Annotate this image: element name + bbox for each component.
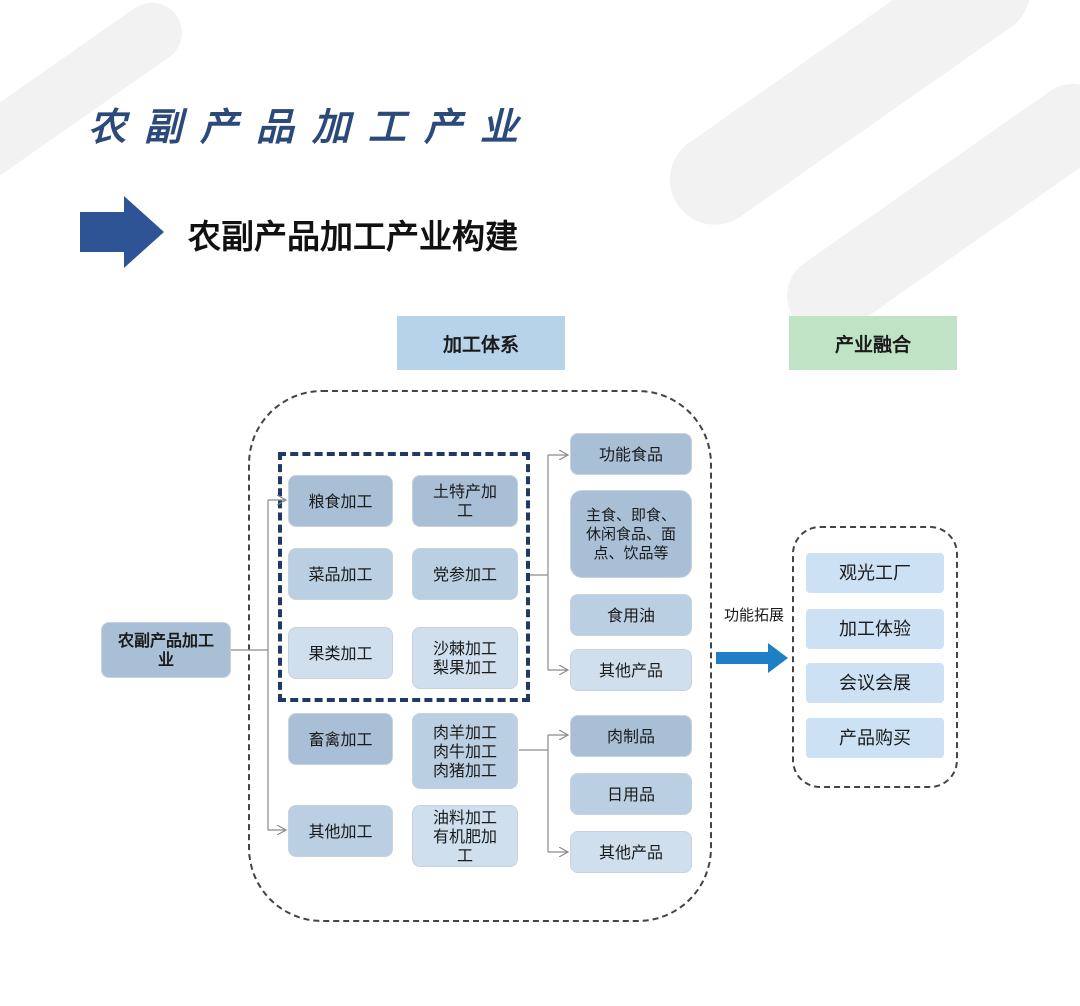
product-item: 主食、即食、 休闲食品、面 点、饮品等 xyxy=(570,490,692,578)
product-item: 肉制品 xyxy=(570,715,692,757)
processing-item: 菜品加工 xyxy=(288,548,393,600)
section-title: 农副产品加工产业构建 xyxy=(188,217,518,256)
section-arrow-icon xyxy=(80,196,164,268)
fusion-item: 加工体验 xyxy=(806,609,944,649)
product-item: 食用油 xyxy=(570,594,692,636)
processing-item: 果类加工 xyxy=(288,627,393,679)
processing-item: 沙棘加工 梨果加工 xyxy=(412,627,518,689)
processing-system-header: 加工体系 xyxy=(397,316,565,370)
root-node: 农副产品加工 业 xyxy=(101,622,231,678)
product-item: 其他产品 xyxy=(570,831,692,873)
industry-fusion-header: 产业融合 xyxy=(789,316,957,370)
processing-item: 肉羊加工 肉牛加工 肉猪加工 xyxy=(412,713,518,789)
processing-region xyxy=(248,390,712,922)
featured-processing-region xyxy=(278,452,530,702)
function-expansion-label: 功能拓展 xyxy=(724,606,785,624)
flow-arrow-icon xyxy=(716,643,788,673)
processing-item: 其他加工 xyxy=(288,805,393,857)
fusion-region xyxy=(792,526,958,788)
processing-item: 土特产加 工 xyxy=(412,475,518,527)
processing-item: 粮食加工 xyxy=(288,475,393,527)
page-title: 农副产品加工产业 xyxy=(88,104,537,149)
fusion-item: 会议会展 xyxy=(806,663,944,703)
fusion-item: 产品购买 xyxy=(806,718,944,758)
product-item: 其他产品 xyxy=(570,649,692,691)
processing-item: 油料加工 有机肥加 工 xyxy=(412,805,518,867)
product-item: 功能食品 xyxy=(570,433,692,475)
processing-item: 畜禽加工 xyxy=(288,713,393,765)
processing-item: 党参加工 xyxy=(412,548,518,600)
product-item: 日用品 xyxy=(570,773,692,815)
fusion-item: 观光工厂 xyxy=(806,553,944,593)
